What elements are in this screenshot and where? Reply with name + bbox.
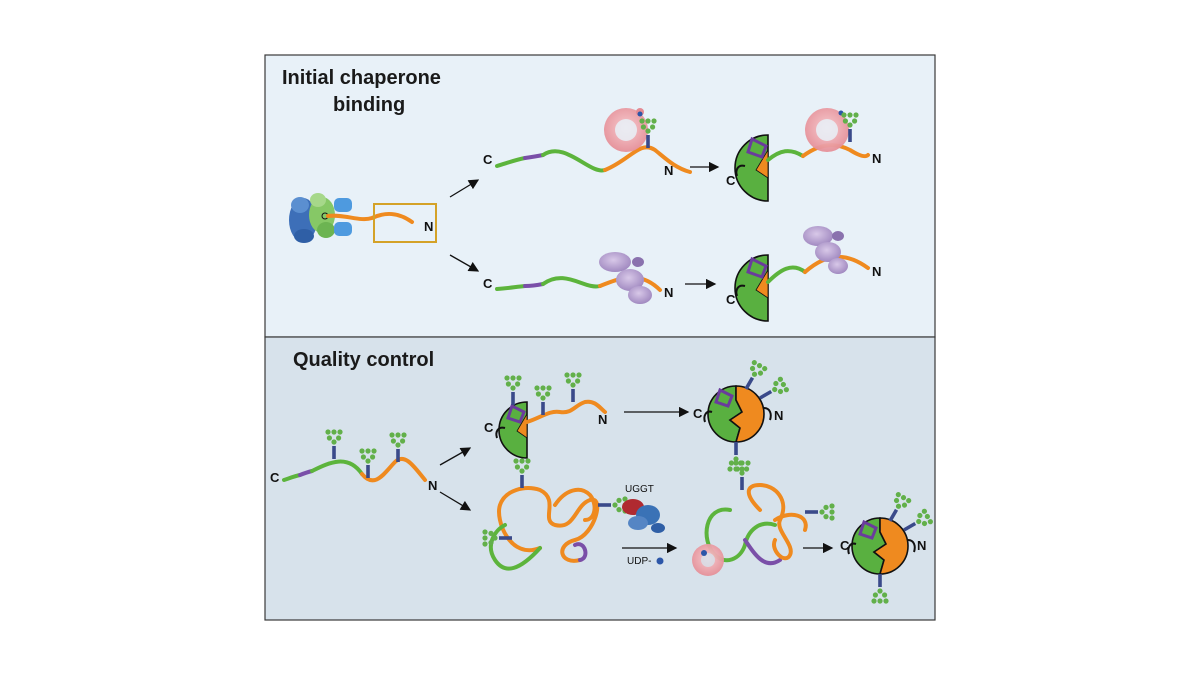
- nascent-chain: [326, 211, 414, 224]
- branch-arrow-qc-upper: [439, 447, 472, 466]
- unfolded-chain-calnexin: C N: [483, 252, 673, 304]
- reglucosylated-chain-calreticulin: [692, 460, 835, 576]
- n-terminus-label: N: [872, 264, 881, 279]
- c-terminus-label: C: [693, 406, 703, 421]
- n-terminus-label: N: [664, 285, 673, 300]
- n-terminus-label: N: [428, 478, 437, 493]
- branch-arrow-lower: [449, 254, 480, 272]
- uggt-icon: UGGT: [622, 484, 665, 533]
- n-terminus-label: N: [917, 538, 926, 553]
- panel-title-bottom: Quality control: [293, 349, 434, 371]
- udp-label: UDP-: [627, 556, 651, 567]
- uggt-label: UGGT: [625, 484, 654, 495]
- c-terminus-label: C: [484, 420, 494, 435]
- glycosylated-unfolded-chain: C N: [270, 429, 437, 493]
- n-terminus-label: N: [872, 151, 881, 166]
- n-terminus-label: N: [774, 408, 783, 423]
- panel-title-top-line2: binding: [333, 94, 405, 116]
- c-terminus-label: C: [483, 152, 493, 167]
- calnexin-icon: [599, 252, 652, 304]
- glucose-icon: [656, 557, 664, 565]
- n-terminus-label: N: [424, 219, 433, 234]
- panel-background-top: [264, 54, 936, 338]
- n-terminus-label: N: [598, 412, 607, 427]
- panel-quality-control: Quality control C N C N: [264, 336, 936, 621]
- calnexin-icon: [803, 226, 848, 274]
- panel-title-top-line1: Initial chaperone: [282, 67, 441, 89]
- c-terminus-label: C: [483, 276, 493, 291]
- panel-initial-chaperone-binding: Initial chaperone binding N C N: [264, 54, 936, 338]
- partially-folded-calnexin: C N: [726, 226, 881, 322]
- c-terminus-label: C: [270, 470, 280, 485]
- calreticulin-icon: [805, 108, 849, 152]
- c-terminus-label: C: [840, 538, 850, 553]
- partially-folded-glycosylated: C N: [484, 372, 607, 459]
- folded-domain-icon: [498, 401, 528, 459]
- branch-arrow-qc-lower: [439, 491, 472, 511]
- fully-folded-protein-upper: C N: [693, 359, 790, 472]
- translocon-icon: [334, 198, 352, 236]
- partially-folded-calreticulin: C N: [726, 108, 881, 202]
- calreticulin-icon: [692, 544, 724, 576]
- c-terminus-label: C: [726, 292, 736, 307]
- branch-arrow-upper: [449, 179, 480, 198]
- calreticulin-icon: [604, 108, 648, 152]
- misfolded-chain: [482, 458, 628, 571]
- c-terminus-label: C: [726, 173, 736, 188]
- unfolded-chain-calreticulin: C N: [483, 108, 692, 178]
- nascent-chain-highlight-box: [373, 203, 437, 243]
- ribosome-icon: [289, 193, 335, 243]
- fully-folded-protein-lower: C N: [840, 491, 934, 604]
- n-terminus-label: N: [664, 163, 673, 178]
